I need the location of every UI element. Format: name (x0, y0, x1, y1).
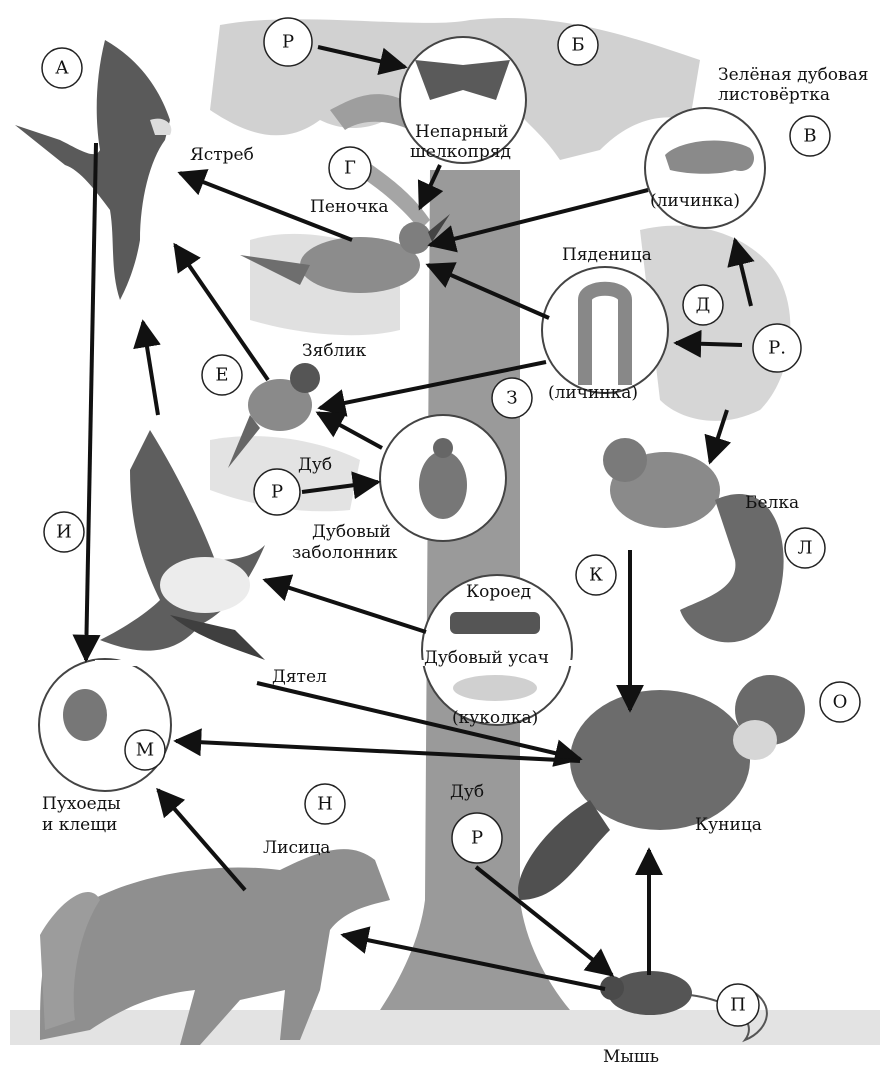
letter-d: Д (696, 295, 711, 316)
letter-k: К (589, 565, 603, 586)
label-oak-longhorn: Дубовый усач (424, 648, 549, 668)
letter-n: Н (317, 794, 333, 815)
label-oak-2: Дуб (450, 782, 484, 802)
label-pupa: (куколка) (452, 708, 538, 728)
letter-z: З (506, 388, 517, 409)
label-leaf-roller-2: листовёртка (718, 85, 830, 105)
letter-i: И (56, 522, 72, 543)
letter-b: Б (571, 35, 584, 56)
geometer-circle (542, 267, 668, 393)
label-chaffinch: Зяблик (302, 341, 367, 361)
overlay-strip (95, 660, 655, 666)
label-hawk: Ястреб (190, 145, 254, 165)
letter-o: О (833, 692, 848, 713)
producer-4: Р (471, 828, 483, 849)
oak-sapwood-beetle-circle (380, 415, 506, 541)
letter-m: М (136, 740, 154, 761)
label-squirrel: Белка (745, 493, 799, 513)
letter-l: Л (797, 538, 812, 559)
producer-3: Р (271, 482, 283, 503)
lice-mites-circle (39, 659, 171, 791)
label-oak-1: Дуб (298, 455, 332, 475)
label-geometer: Пяденица (562, 245, 652, 265)
label-mouse: Мышь (603, 1047, 659, 1067)
letter-p: П (730, 995, 746, 1016)
label-fox: Лисица (263, 838, 330, 858)
label-warbler: Пеночка (310, 197, 388, 217)
label-gypsy-moth-1: Непарный (415, 122, 508, 142)
label-oak-sapwood-2: заболонник (292, 543, 398, 563)
producer-1: Р (282, 32, 294, 53)
letter-g: Г (344, 158, 356, 179)
label-marten: Куница (695, 815, 762, 835)
letter-v: В (803, 126, 816, 147)
producer-2: Р. (768, 338, 786, 359)
label-oak-sapwood-1: Дубовый (312, 522, 391, 542)
label-woodpecker: Дятел (272, 667, 327, 687)
letter-a: А (55, 58, 69, 79)
label-gypsy-moth-2: шелкопряд (410, 142, 511, 162)
letter-e: Е (215, 365, 228, 386)
label-bark-beetle: Короед (466, 582, 531, 602)
label-leaf-roller-1: Зелёная дубовая (718, 65, 868, 85)
label-larva-1: (личинка) (650, 191, 740, 211)
marten-illustration (518, 675, 805, 900)
label-larva-2: (личинка) (548, 383, 638, 403)
label-lice-mites-2: и клещи (42, 815, 117, 835)
label-lice-mites-1: Пухоеды (42, 794, 121, 814)
